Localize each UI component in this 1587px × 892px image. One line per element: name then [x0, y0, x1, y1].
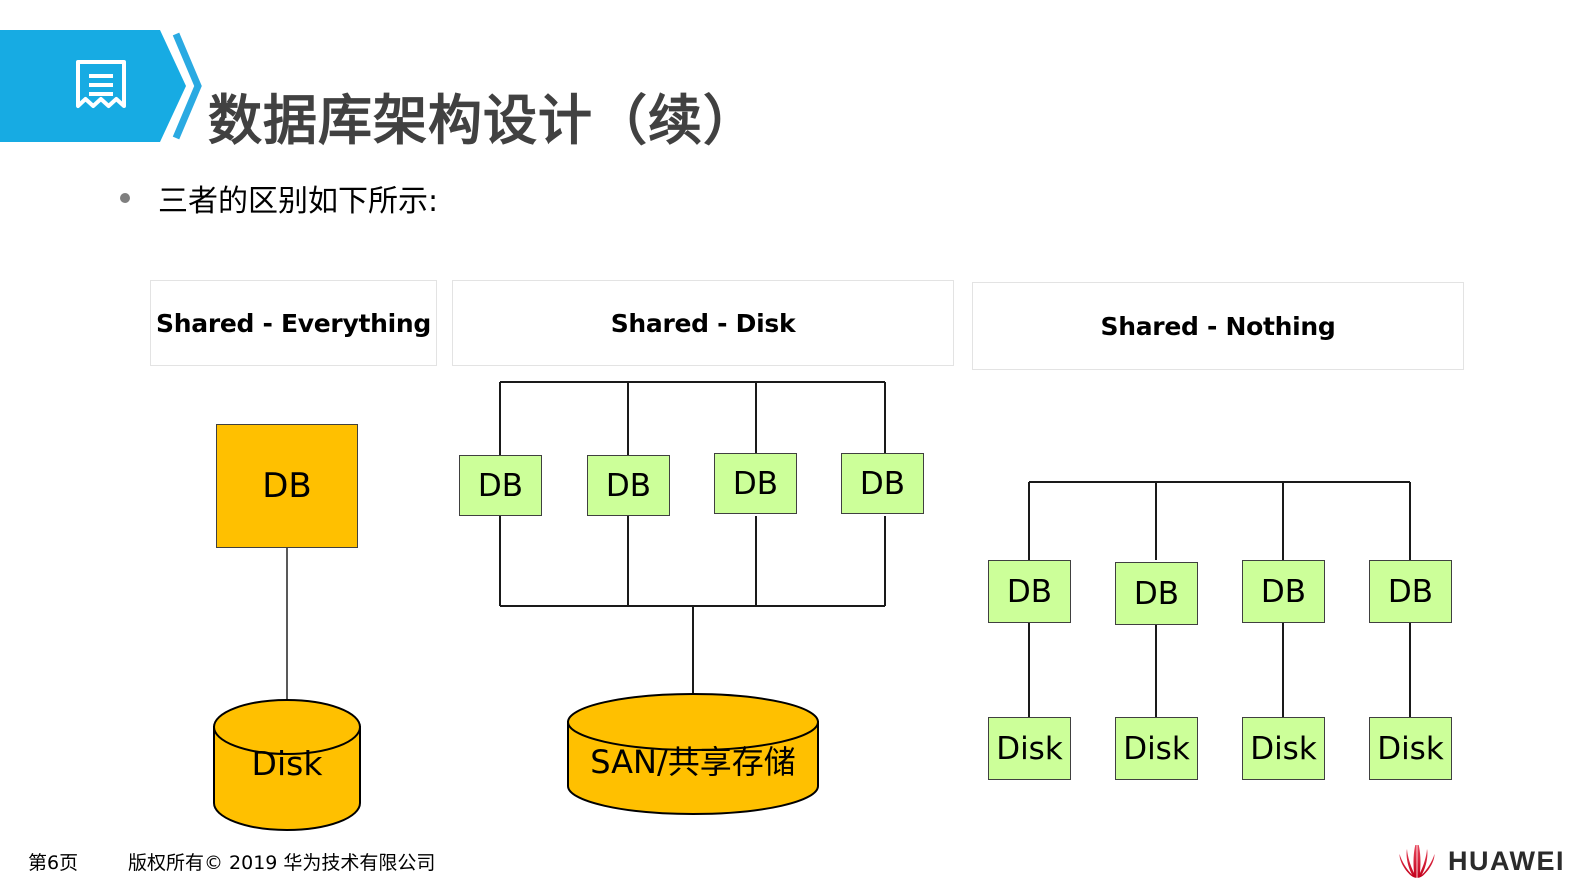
bullet-marker-icon: [120, 193, 130, 203]
page-title: 数据库架构设计（续）: [208, 89, 758, 152]
huawei-wordmark: HUAWEI: [1448, 845, 1565, 876]
huawei-flower-icon: [1399, 845, 1435, 878]
slide-footer: 第6页 版权所有© 2019 华为技术有限公司 HUAWEI: [0, 832, 1587, 892]
node-san-storage-label: SAN/共享存储: [590, 743, 796, 781]
huawei-logo: HUAWEI: [1394, 840, 1565, 882]
bullet-row: 三者的区别如下所示:: [120, 176, 438, 220]
bullet-text: 三者的区别如下所示:: [158, 184, 439, 219]
node-db-sharednothing-2[interactable]: DB: [1115, 562, 1198, 625]
chevron-right-icon: [172, 32, 202, 140]
slide-header-banner: 数据库架构设计（续）: [0, 30, 1587, 152]
node-db-everything[interactable]: DB: [216, 424, 358, 548]
node-db-shareddisk-1[interactable]: DB: [459, 455, 542, 516]
node-db-sharednothing-3[interactable]: DB: [1242, 560, 1325, 623]
node-db-shareddisk-4[interactable]: DB: [841, 453, 924, 514]
node-disk-sharednothing-1[interactable]: Disk: [988, 717, 1071, 780]
footer-copyright: 版权所有© 2019 华为技术有限公司: [128, 852, 436, 874]
node-db-shareddisk-3[interactable]: DB: [714, 453, 797, 514]
node-db-shareddisk-2[interactable]: DB: [587, 455, 670, 516]
node-db-sharednothing-1[interactable]: DB: [988, 560, 1071, 623]
node-disk-sharednothing-3[interactable]: Disk: [1242, 717, 1325, 780]
banner-bar: [0, 30, 160, 142]
node-db-sharednothing-4[interactable]: DB: [1369, 560, 1452, 623]
node-disk-everything-label: Disk: [251, 743, 323, 783]
node-disk-sharednothing-4[interactable]: Disk: [1369, 717, 1452, 780]
section-header-shared-nothing: Shared - Nothing: [972, 282, 1464, 370]
footer-page-number: 第6页: [28, 852, 79, 874]
node-disk-sharednothing-2[interactable]: Disk: [1115, 717, 1198, 780]
section-header-shared-disk: Shared - Disk: [452, 280, 954, 366]
document-receipt-icon: [76, 60, 126, 108]
section-header-shared-everything: Shared - Everything: [150, 280, 437, 366]
